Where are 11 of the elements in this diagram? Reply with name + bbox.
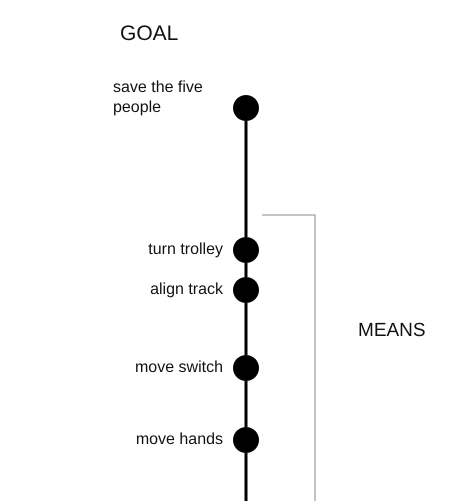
- step-label: move hands: [136, 430, 223, 450]
- connector-line: [244, 453, 248, 501]
- step-label: turn trolley: [148, 240, 223, 260]
- group-label: MEANS: [358, 320, 426, 342]
- title: GOAL: [120, 22, 178, 46]
- step-label: move switch: [134, 358, 223, 378]
- step-label: align track: [150, 280, 223, 300]
- step-label: save the five people: [113, 78, 204, 118]
- connector-line: [244, 263, 248, 277]
- connector-line: [244, 121, 248, 237]
- connector-line: [244, 303, 248, 355]
